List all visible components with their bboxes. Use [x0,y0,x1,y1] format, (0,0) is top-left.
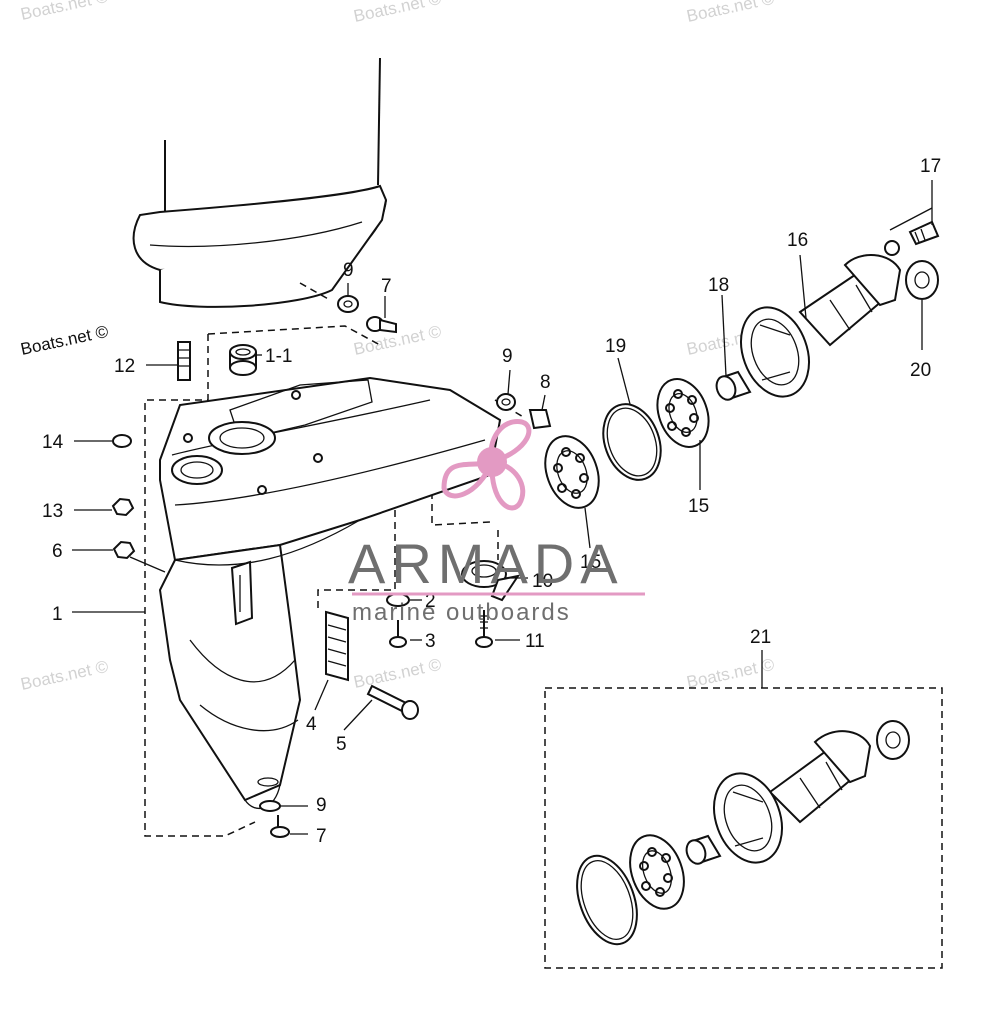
bearing-housing-kit [576,720,910,946]
callout-1: 1 [52,604,63,625]
bolt [366,684,419,720]
callout-3: 3 [425,631,436,652]
screw [366,316,397,334]
watermark: Boats.net © [685,0,777,26]
callout-4: 4 [306,714,317,735]
callout-21: 21 [750,627,771,648]
callout-18: 18 [708,275,729,296]
callout-14: 14 [42,432,64,453]
washer [112,434,132,448]
logo-blade [488,419,532,466]
callout-9: 9 [343,260,354,281]
bearing-housing [740,253,902,398]
callout-15: 15 [580,552,601,573]
bearing-assembly [544,220,940,509]
watermark: Boats.net © [352,322,444,359]
o-ring [602,403,662,481]
oil-seal [876,720,910,760]
ball-bearing [656,378,710,448]
screw [270,815,290,838]
callout-10: 10 [532,571,553,592]
watermark: Boats.net © [352,0,444,26]
washer [337,295,359,313]
nut [111,497,135,517]
ball-bearing [544,435,600,509]
leader-lines [72,180,933,835]
propeller-logo-icon [441,419,532,511]
watermark: Boats.net © [685,655,777,692]
washer [496,393,516,411]
logo-blade [441,458,497,499]
washer [884,240,900,256]
bearing-housing [713,730,872,864]
stud [177,341,191,381]
brand-name: ARMADA [348,532,624,595]
callout-9: 9 [316,795,327,816]
logo-hub [477,447,507,477]
callout-8: 8 [540,372,551,393]
needle-bearing [715,370,752,401]
copyright-notice: Boats.net © [19,322,111,359]
washer [259,800,281,812]
callout-labels: 1 1-1 2 3 4 5 6 7 7 8 9 9 9 10 11 12 13 … [42,156,941,847]
exhaust-tube [132,57,388,308]
screw [475,610,493,648]
logo-blade [489,459,526,511]
brand-logo: ARMADA marine outboards [348,419,645,626]
anode [461,560,521,602]
callout-15: 15 [688,496,709,517]
callout-1-1: 1-1 [265,346,292,367]
brand-tagline: marine outboards [352,599,571,626]
watermark: Boats.net © [19,0,111,24]
needle-bearing [685,834,722,865]
nut [112,540,136,560]
callout-5: 5 [336,734,347,755]
bushing [229,344,257,376]
callout-17: 17 [920,156,941,177]
callout-20: 20 [910,360,931,381]
callout-2: 2 [425,591,436,612]
plug [528,409,552,430]
water-screen [325,610,349,682]
oil-seal [905,260,939,300]
callout-12: 12 [114,356,135,377]
callout-7: 7 [381,276,392,297]
callout-19: 19 [605,336,626,357]
callout-7: 7 [316,826,327,847]
watermark: Boats.net © [352,655,444,692]
bolt [908,220,940,246]
callout-6: 6 [52,541,63,562]
callout-9: 9 [502,346,513,367]
screw [389,620,407,648]
watermark: Boats.net © [19,657,111,694]
callout-11: 11 [525,631,545,652]
ball-bearing [629,834,685,910]
callout-13: 13 [42,501,63,522]
callout-16: 16 [787,230,808,251]
hardware-parts [111,295,552,838]
